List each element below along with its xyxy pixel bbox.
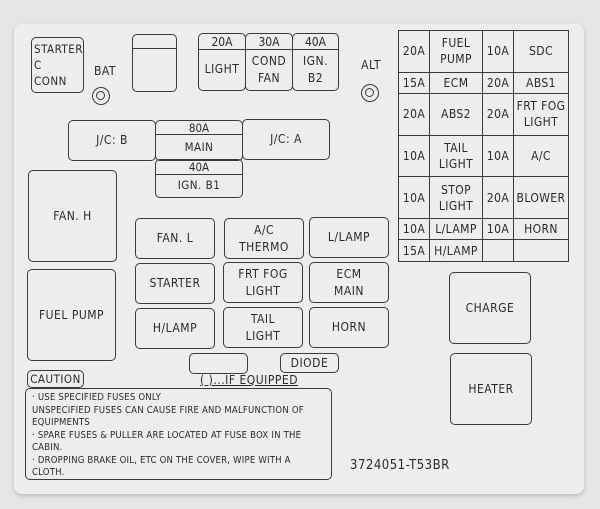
jc-b-slot: J/C: B: [68, 120, 156, 161]
relay-fan-l: FAN. L: [135, 218, 215, 259]
relay-tail-light: TAIL LIGHT: [223, 307, 303, 348]
top-fuse-ign-b2: 40A IGN. B2: [292, 33, 339, 91]
top-fuse-cond-fan: 30A COND FAN: [245, 33, 293, 91]
relay-starter: STARTER: [135, 263, 215, 304]
part-number: 3724051-T53BR: [350, 458, 450, 473]
if-equipped-note: ( )...IF EQUIPPED: [200, 373, 299, 387]
bat-terminal-icon: [92, 87, 110, 105]
caution-line: · USE SPECIFIED FUSES ONLY: [32, 392, 162, 403]
fuse-rating: 20A: [199, 34, 245, 50]
caution-line: UNSPECIFIED FUSES CAN CAUSE FIRE AND MAL…: [32, 404, 304, 429]
main-fuse: 80A MAIN: [155, 120, 243, 161]
diode-slot: DIODE: [280, 353, 339, 373]
top-fuse-light: 20A LIGHT: [198, 33, 246, 91]
relay-h-lamp: H/LAMP: [135, 308, 215, 349]
relay-l-lamp: L/LAMP: [309, 217, 389, 258]
fuse-name: IGN. B2: [302, 53, 329, 85]
fuse-name: IGN. B1: [177, 178, 221, 192]
relay-ecm-main: ECM MAIN: [309, 262, 389, 303]
fuse-rating: 80A: [156, 121, 242, 135]
fuse-name: MAIN: [184, 139, 214, 154]
fuel-pump-relay: FUEL PUMP: [27, 269, 116, 361]
fuse-rating: 40A: [293, 34, 338, 50]
heater-relay: HEATER: [450, 353, 532, 425]
ign-b1-fuse: 40A IGN. B1: [155, 159, 243, 198]
caution-line: · SPARE FUSES & PULLER ARE LOCATED AT FU…: [32, 429, 302, 454]
blank-optional-slot: [189, 353, 248, 374]
charge-relay: CHARGE: [449, 272, 531, 344]
fuse-rating: 30A: [246, 34, 292, 50]
caution-text-box: · USE SPECIFIED FUSES ONLY UNSPECIFIED F…: [25, 388, 332, 480]
jc-a-slot: J/C: A: [242, 119, 330, 160]
relay-frt-fog-light: FRT FOG LIGHT: [223, 262, 303, 303]
fuse-rating: 40A: [156, 160, 242, 175]
alt-terminal-icon: [361, 84, 379, 102]
bat-label: BAT: [94, 64, 116, 78]
blank-fuse-slot: [132, 34, 177, 92]
relay-ac-thermo: A/C THERMO: [224, 218, 304, 259]
fan-h-relay: FAN. H: [28, 170, 117, 262]
fuse-name: COND FAN: [251, 53, 287, 85]
alt-label: ALT: [361, 58, 381, 72]
fuse-name: LIGHT: [204, 62, 240, 76]
caution-title: CAUTION: [27, 370, 84, 388]
caution-line: · DROPPING BRAKE OIL, ETC ON THE COVER, …: [32, 454, 291, 479]
starter-c-conn-slot: STARTER C CONN: [31, 37, 84, 93]
relay-horn: HORN: [309, 307, 389, 348]
